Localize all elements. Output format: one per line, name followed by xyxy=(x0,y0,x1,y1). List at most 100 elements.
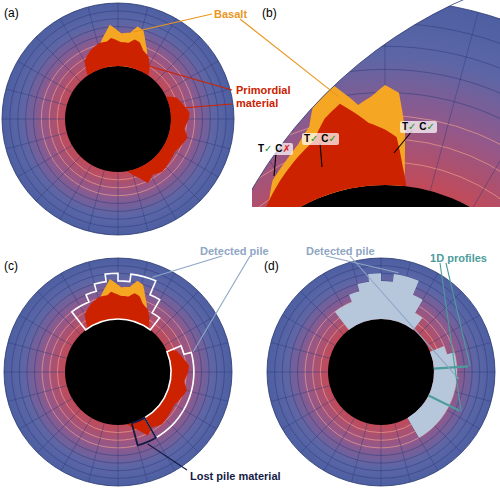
panel-b-zoom xyxy=(252,0,500,207)
grid-radial xyxy=(61,418,92,471)
grid-radial xyxy=(36,156,81,201)
grid-radial xyxy=(282,315,335,346)
label-holder: Primordial material xyxy=(236,84,308,111)
grid-radial xyxy=(271,386,330,402)
panel-b xyxy=(252,0,500,207)
detected-pile-fill xyxy=(335,273,423,330)
grid-radial xyxy=(4,372,65,373)
grid-radial xyxy=(8,342,67,358)
check-label: T✓ C✗ xyxy=(256,143,293,155)
grid-radial xyxy=(18,146,73,178)
label-holder: T✓ C✓ xyxy=(400,116,437,134)
panel-letter: (b) xyxy=(262,7,277,21)
panel-a xyxy=(2,3,234,235)
core-disc xyxy=(65,66,171,172)
leader-line xyxy=(152,256,222,277)
grid-radial xyxy=(118,172,119,235)
label-holder: Detected pile xyxy=(200,241,269,259)
grid-radial xyxy=(19,399,72,430)
grid-radial xyxy=(18,61,73,93)
grid-radial xyxy=(267,372,328,373)
leader-line xyxy=(320,143,322,167)
grid-radial xyxy=(8,386,67,402)
profile-line xyxy=(429,395,460,410)
check-mark: ✓ xyxy=(329,133,337,144)
label-holder: T✓ C✗ xyxy=(256,138,293,156)
grid-radial xyxy=(37,409,80,452)
material-label: Primordial material xyxy=(236,84,308,109)
panel-c xyxy=(4,258,232,486)
grid-radial xyxy=(118,425,119,486)
grid-radial xyxy=(271,342,330,358)
leader-line xyxy=(146,66,232,90)
grid-radial xyxy=(324,418,355,471)
label-holder: Detected pile xyxy=(306,241,375,259)
panel-letter: (a) xyxy=(4,7,19,21)
leader-line xyxy=(274,153,276,176)
panel-letter: (c) xyxy=(4,260,18,274)
panel-letter: (d) xyxy=(264,260,279,274)
check-mark: ✓ xyxy=(408,121,416,132)
annotation-label: Detected pile xyxy=(200,245,269,258)
leader-line xyxy=(148,444,187,470)
grid-radial xyxy=(6,133,67,149)
label-holder: (a) xyxy=(4,3,19,21)
grid-radial xyxy=(300,409,343,452)
grid-radial xyxy=(381,425,382,486)
grid-radial xyxy=(36,37,81,82)
grid-radial xyxy=(2,119,65,120)
leader-line xyxy=(440,263,461,412)
check-mark: ✗ xyxy=(283,143,291,154)
check-mark: ✓ xyxy=(264,143,272,154)
mantle-disc xyxy=(2,3,234,235)
label-holder: T✓ C✓ xyxy=(302,128,339,146)
check-mark: ✓ xyxy=(427,121,435,132)
grid-radial xyxy=(427,315,480,346)
grid-radial xyxy=(88,423,104,482)
grid-radial xyxy=(60,165,92,220)
leader-line xyxy=(193,256,250,352)
zoom-outline xyxy=(252,0,500,207)
grid-radial xyxy=(282,399,335,430)
grid-ring xyxy=(252,69,500,207)
grid-radial xyxy=(418,291,461,334)
mantle-disc xyxy=(267,258,495,486)
detected-pile-fill xyxy=(408,346,457,438)
mantle-disc xyxy=(4,258,232,486)
grid-radial xyxy=(37,291,80,334)
material-label: Basalt xyxy=(214,8,247,21)
grid-radial xyxy=(395,423,411,482)
check-label: T✓ C✓ xyxy=(400,121,437,133)
grid-radial xyxy=(164,61,219,93)
label-holder: Basalt xyxy=(214,4,247,22)
grid-radial xyxy=(164,315,217,346)
annotation-label: 1D profiles xyxy=(430,252,487,265)
grid-radial xyxy=(351,423,367,482)
annotation-label: Detected pile xyxy=(306,245,375,258)
grid-radial xyxy=(155,291,198,334)
label-holder: (d) xyxy=(264,256,279,274)
check-label: T✓ C✓ xyxy=(302,133,339,145)
label-holder: 1D profiles xyxy=(430,248,487,266)
detected-pile-outline xyxy=(72,273,160,330)
grid-radial xyxy=(6,89,67,105)
grid-radial xyxy=(88,170,104,231)
label-holder: Lost pile material xyxy=(190,466,281,484)
mantle-disc xyxy=(252,0,500,207)
panel-d xyxy=(267,258,495,486)
grid-radial xyxy=(430,12,478,191)
check-mark: ✓ xyxy=(310,133,318,144)
grid-radial xyxy=(473,48,500,207)
grid-radial xyxy=(252,105,261,207)
lost-pile-box xyxy=(132,418,156,445)
grid-radial xyxy=(19,315,72,346)
leader-line xyxy=(179,104,232,108)
primordial-pile xyxy=(85,38,150,76)
leader-line xyxy=(394,131,412,153)
annotation-label: Lost pile material xyxy=(190,470,281,483)
leader-line xyxy=(350,256,459,379)
profile-line xyxy=(434,366,468,368)
primordial-pile xyxy=(127,97,189,183)
label-holder: (c) xyxy=(4,256,18,274)
